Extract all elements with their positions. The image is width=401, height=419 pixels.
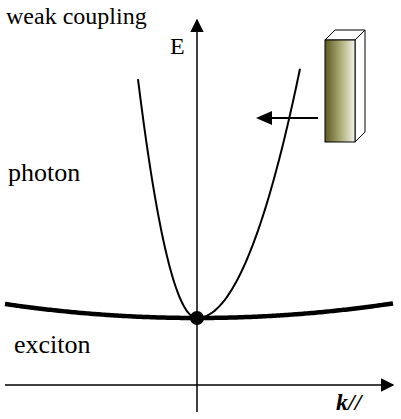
mirror-slab xyxy=(325,30,365,142)
curve-label: photon xyxy=(8,160,80,186)
energy-axis xyxy=(196,20,198,412)
axis-label: k// xyxy=(336,390,361,414)
axis-label: E xyxy=(170,34,185,58)
curve-label: exciton xyxy=(14,332,91,358)
k-axis xyxy=(5,384,393,386)
mirror-arrow xyxy=(256,111,318,125)
crossing-dot xyxy=(190,311,204,325)
photon-dispersion xyxy=(138,69,300,318)
diagram-title: weak coupling xyxy=(6,4,147,28)
